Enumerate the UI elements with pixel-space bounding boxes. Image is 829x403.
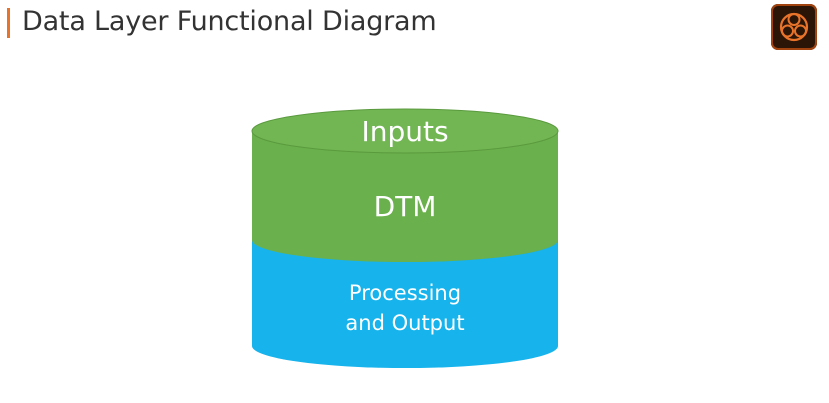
output-label: and Output bbox=[345, 311, 464, 335]
inputs-layer-top-outline bbox=[251, 108, 559, 154]
processing-output-layer bbox=[252, 240, 558, 368]
dtm-layer bbox=[252, 131, 558, 262]
inputs-layer-top bbox=[252, 109, 558, 153]
processing-label: Processing bbox=[349, 281, 461, 305]
dtm-label: DTM bbox=[374, 190, 437, 223]
title-accent-bar bbox=[7, 8, 10, 38]
adobe-marketing-cloud-icon bbox=[771, 4, 817, 50]
slide-title: Data Layer Functional Diagram bbox=[22, 6, 437, 37]
inputs-label: Inputs bbox=[361, 115, 448, 148]
